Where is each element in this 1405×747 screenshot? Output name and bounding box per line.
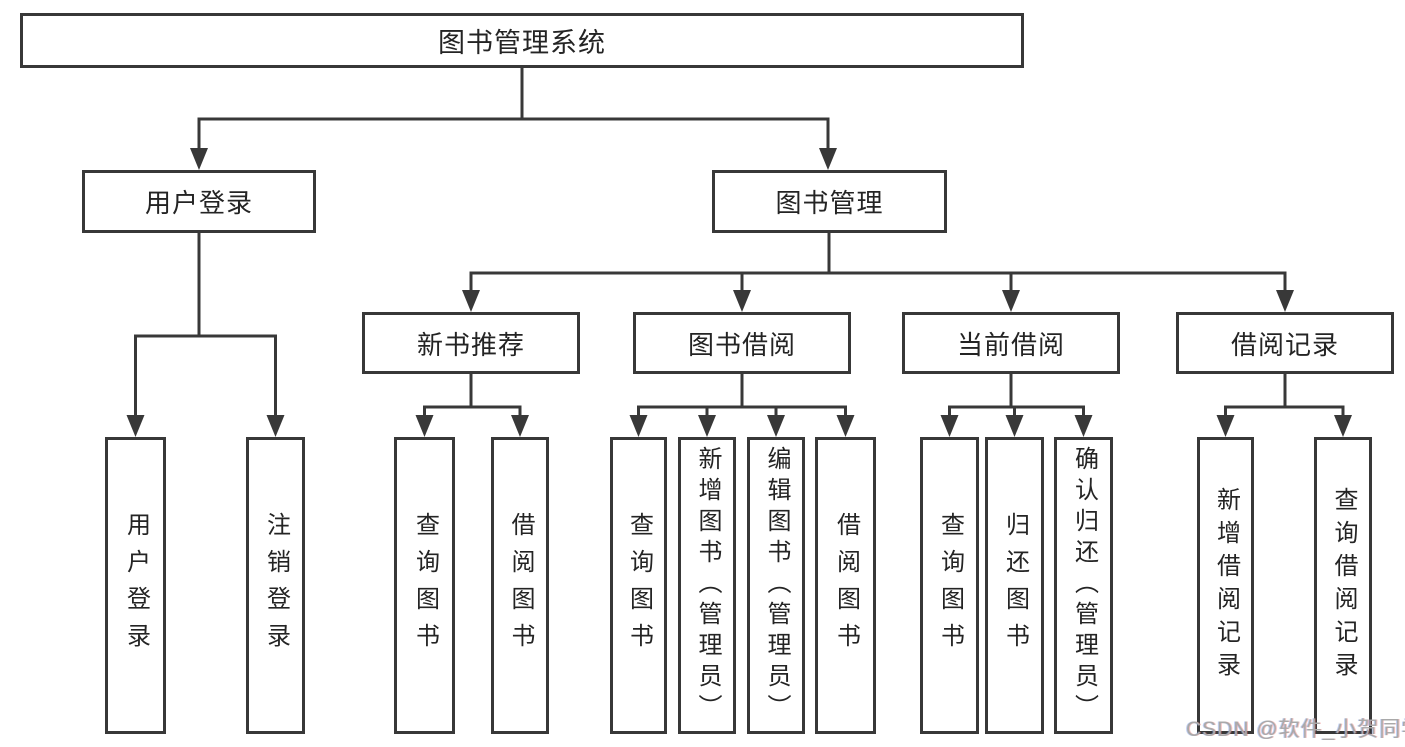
arrowhead	[190, 148, 208, 170]
arrowhead	[1002, 290, 1020, 312]
leaf-label: 查询图书	[411, 511, 439, 660]
leaf-label: 编辑图书（管理员）	[763, 446, 790, 725]
leaf-query-books-3: 查询图书	[920, 437, 979, 734]
arrowhead	[629, 415, 648, 437]
arrowhead	[1334, 415, 1352, 437]
leaf-logout: 注销登录	[246, 437, 305, 734]
leaf-user-login: 用户登录	[105, 437, 166, 734]
leaf-label: 借阅图书	[507, 511, 534, 660]
arrowheads	[126, 148, 1352, 437]
arrowhead	[836, 415, 855, 437]
arrowhead	[1005, 415, 1024, 437]
leaf-add-borrow-record: 新增借阅记录	[1197, 437, 1254, 734]
node-book-borrow-label: 图书借阅	[687, 329, 796, 360]
node-root-label: 图书管理系统	[438, 28, 606, 58]
node-book-management-label: 图书管理	[775, 188, 884, 218]
node-borrow-records: 借阅记录	[1176, 312, 1394, 374]
node-user-login: 用户登录	[82, 170, 316, 233]
leaf-query-books-1: 查询图书	[394, 437, 455, 734]
leaf-add-book-admin: 新增图书（管理员）	[678, 437, 736, 734]
leaf-label: 借阅图书	[832, 511, 860, 660]
node-new-book-recommend-label: 新书推荐	[416, 329, 525, 360]
leaf-borrow-books-1: 借阅图书	[491, 437, 549, 734]
node-new-book-recommend: 新书推荐	[362, 312, 580, 374]
leaf-label: 新增借阅记录	[1212, 486, 1240, 685]
arrowhead	[1074, 415, 1093, 437]
node-user-login-label: 用户登录	[144, 188, 253, 218]
leaf-confirm-return-admin: 确认归还（管理员）	[1054, 437, 1113, 734]
leaf-edit-book-admin: 编辑图书（管理员）	[747, 437, 805, 734]
leaf-return-books: 归还图书	[985, 437, 1044, 734]
node-root: 图书管理系统	[20, 13, 1024, 68]
leaf-borrow-books-2: 借阅图书	[815, 437, 876, 734]
arrowhead	[415, 415, 434, 437]
arrowhead	[698, 415, 716, 437]
leaf-label: 用户登录	[122, 511, 150, 660]
leaf-query-borrow-record: 查询借阅记录	[1314, 437, 1372, 734]
arrowhead	[511, 415, 529, 437]
leaf-label: 确认归还（管理员）	[1070, 446, 1098, 725]
arrowhead	[462, 290, 480, 312]
arrowhead	[819, 148, 837, 170]
arrowhead	[767, 415, 785, 437]
leaf-label: 查询图书	[936, 511, 964, 660]
node-current-borrow-label: 当前借阅	[956, 329, 1065, 360]
leaf-query-books-2: 查询图书	[610, 437, 667, 734]
leaf-label: 新增图书（管理员）	[694, 446, 721, 725]
arrowhead	[940, 415, 959, 437]
arrowhead	[733, 290, 751, 312]
leaf-label: 归还图书	[1001, 511, 1029, 660]
leaf-label: 注销登录	[262, 511, 290, 660]
arrowhead	[1216, 415, 1235, 437]
node-current-borrow: 当前借阅	[902, 312, 1120, 374]
node-book-borrow: 图书借阅	[633, 312, 851, 374]
csdn-watermark: CSDN @软件_小贺同学	[1186, 718, 1405, 741]
arrowhead	[1276, 290, 1294, 312]
arrowhead	[266, 415, 285, 437]
arrowhead	[126, 415, 145, 437]
node-book-management: 图书管理	[712, 170, 947, 233]
connector-trunks	[134, 66, 1345, 409]
arrow-shafts	[134, 119, 1345, 420]
node-borrow-records-label: 借阅记录	[1230, 329, 1339, 360]
leaf-label: 查询借阅记录	[1330, 486, 1357, 685]
leaf-label: 查询图书	[625, 511, 653, 660]
